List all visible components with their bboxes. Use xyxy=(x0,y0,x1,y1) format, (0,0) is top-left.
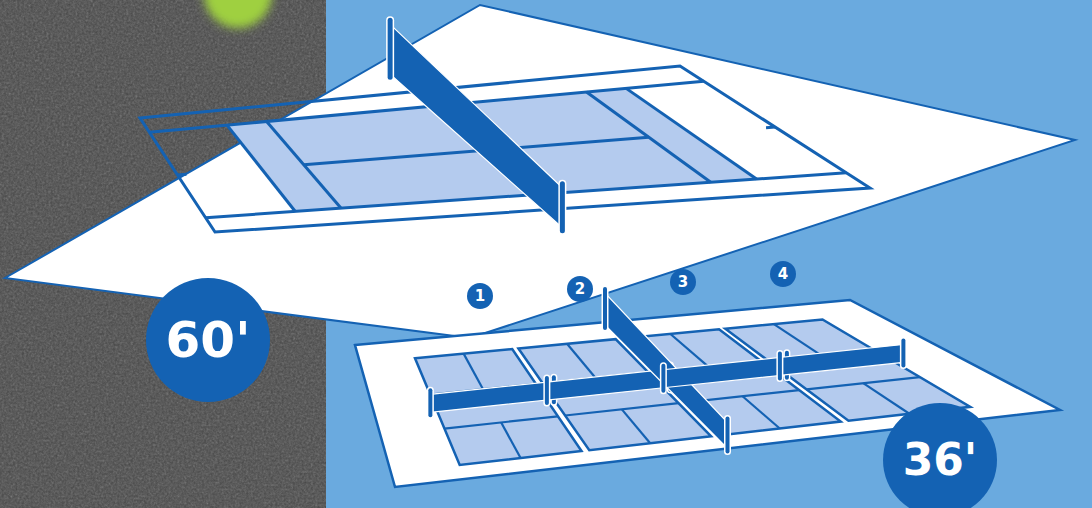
pickleball-line xyxy=(464,354,483,390)
badge-circle xyxy=(146,278,270,402)
net-panel xyxy=(430,381,554,412)
net-post-edge xyxy=(386,20,394,77)
pickleball-line xyxy=(567,344,595,378)
net-post-edge xyxy=(900,340,907,365)
court-line xyxy=(178,173,187,177)
number-badge: 2 xyxy=(567,276,593,302)
badge-circle xyxy=(883,403,997,508)
net-post-edge xyxy=(558,184,566,231)
badge-circle xyxy=(770,261,796,287)
badge-text: 4 xyxy=(778,267,788,282)
tennis-court xyxy=(5,5,1075,338)
number-badge: 36' xyxy=(883,403,997,508)
net-panel xyxy=(780,344,904,375)
net-panel xyxy=(547,369,671,400)
net-post xyxy=(428,390,432,415)
pickleball-courts xyxy=(355,289,1060,487)
pickleball-line xyxy=(501,422,520,458)
pickleball-line xyxy=(670,334,707,366)
court-line xyxy=(626,88,756,179)
number-badge: 3 xyxy=(670,269,696,295)
tennis-ball xyxy=(204,0,272,28)
badge-circle xyxy=(670,269,696,295)
badge-text: 1 xyxy=(475,289,485,304)
pickleball-line xyxy=(863,383,909,414)
badge-text: 60' xyxy=(166,315,251,365)
badge-circle xyxy=(467,283,493,309)
number-badge: 4 xyxy=(770,261,796,287)
court-line xyxy=(766,126,775,130)
pickleball-line xyxy=(743,396,780,428)
court-line xyxy=(227,125,295,211)
net-post xyxy=(661,366,665,391)
net-post xyxy=(901,340,905,365)
net-panel xyxy=(390,24,562,227)
court-surround xyxy=(5,5,1075,338)
net-post-edge xyxy=(543,378,550,403)
badge-circle xyxy=(567,276,593,302)
net-post-edge xyxy=(660,366,667,391)
badge-text: 2 xyxy=(575,282,585,297)
net-post-edge xyxy=(427,390,434,415)
net-panel xyxy=(663,357,787,388)
net-post xyxy=(603,289,607,328)
net-post xyxy=(726,419,730,452)
pickleball-line xyxy=(806,377,919,389)
number-badge: 1 xyxy=(467,283,493,309)
badge-text: 3 xyxy=(678,275,688,290)
pickleball-line xyxy=(622,409,650,443)
net-post xyxy=(778,353,782,378)
net-post xyxy=(388,20,393,77)
number-badge: 60' xyxy=(146,278,270,402)
net-post-edge xyxy=(776,353,783,378)
net-post-edge xyxy=(724,419,731,452)
net-post-edge xyxy=(602,289,609,328)
badge-text: 36' xyxy=(903,438,978,482)
court-surround xyxy=(355,300,1060,487)
net-post xyxy=(560,184,565,231)
net-post xyxy=(545,378,549,403)
